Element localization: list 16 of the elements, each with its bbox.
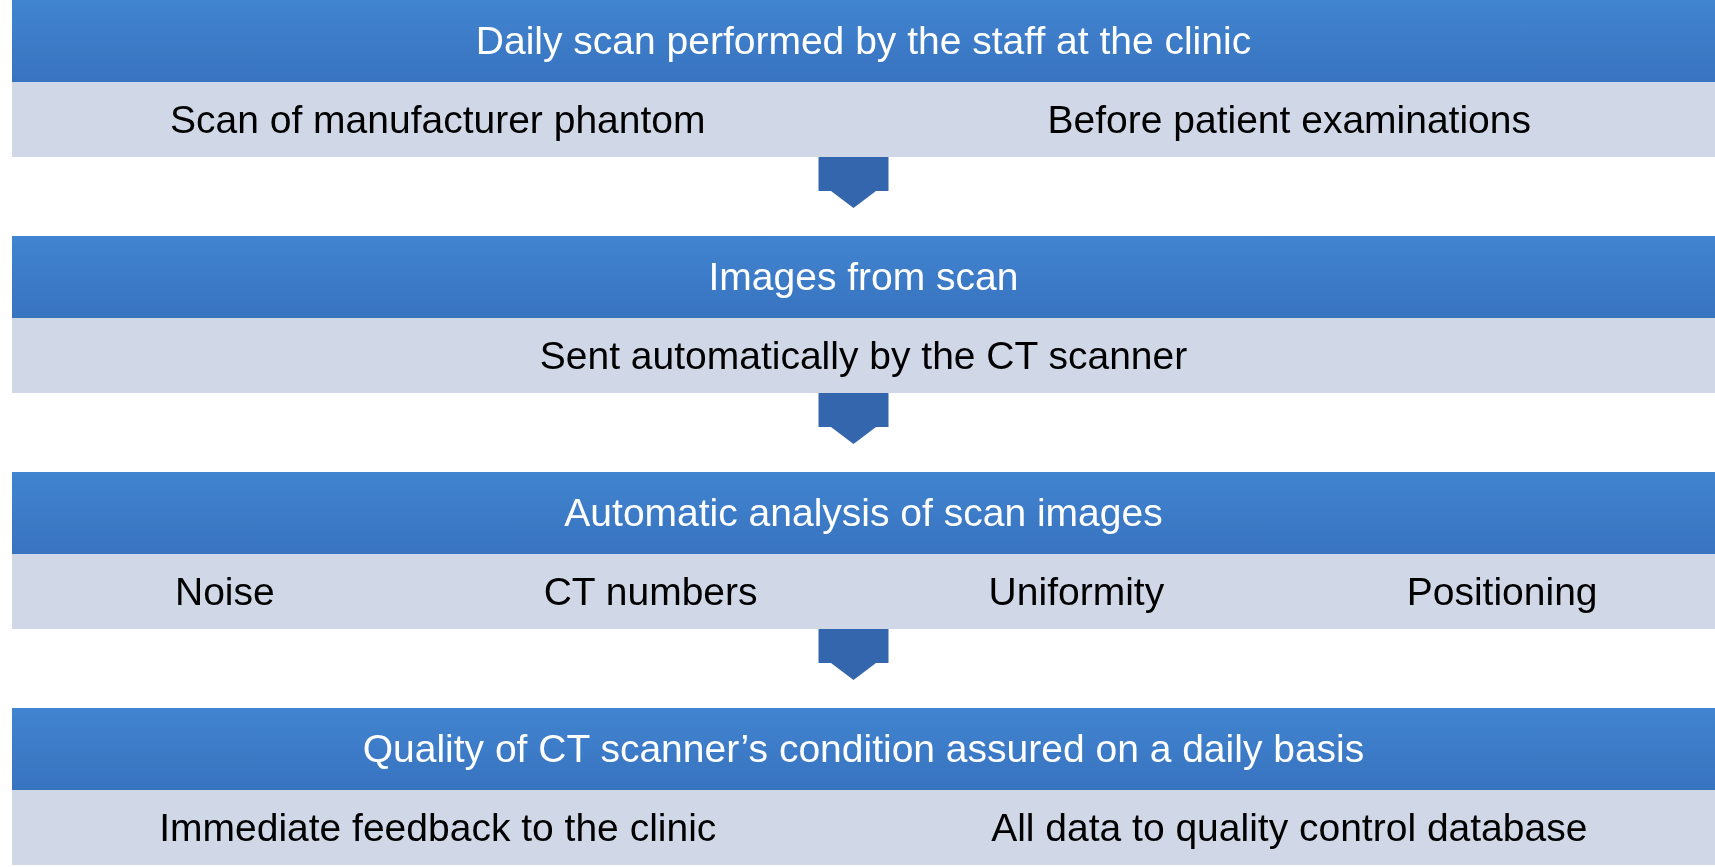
stage-detail: Uniformity [987,569,1166,614]
stage-detail: Noise [174,569,276,614]
stage-detail: Sent automatically by the CT scanner [538,333,1189,378]
stage-detail: All data to quality control database [990,805,1589,850]
block-arrow [818,393,889,444]
stage-detail: CT numbers [542,569,759,614]
stage-heading: Images from scan [12,236,1715,318]
stage-detail: Positioning [1405,569,1599,614]
block-arrow [818,157,889,208]
stage-heading: Automatic analysis of scan images [12,472,1715,554]
block-arrow [818,629,889,680]
stage-heading: Quality of CT scanner’s condition assured on a daily basis [12,708,1715,790]
stage-detail: Before patient examinations [1046,97,1532,142]
stage-detail: Scan of manufacturer phantom [169,97,707,142]
stage-heading: Daily scan performed by the staff at the clinic [12,0,1715,82]
stage-detail: Immediate feedback to the clinic [158,805,718,850]
